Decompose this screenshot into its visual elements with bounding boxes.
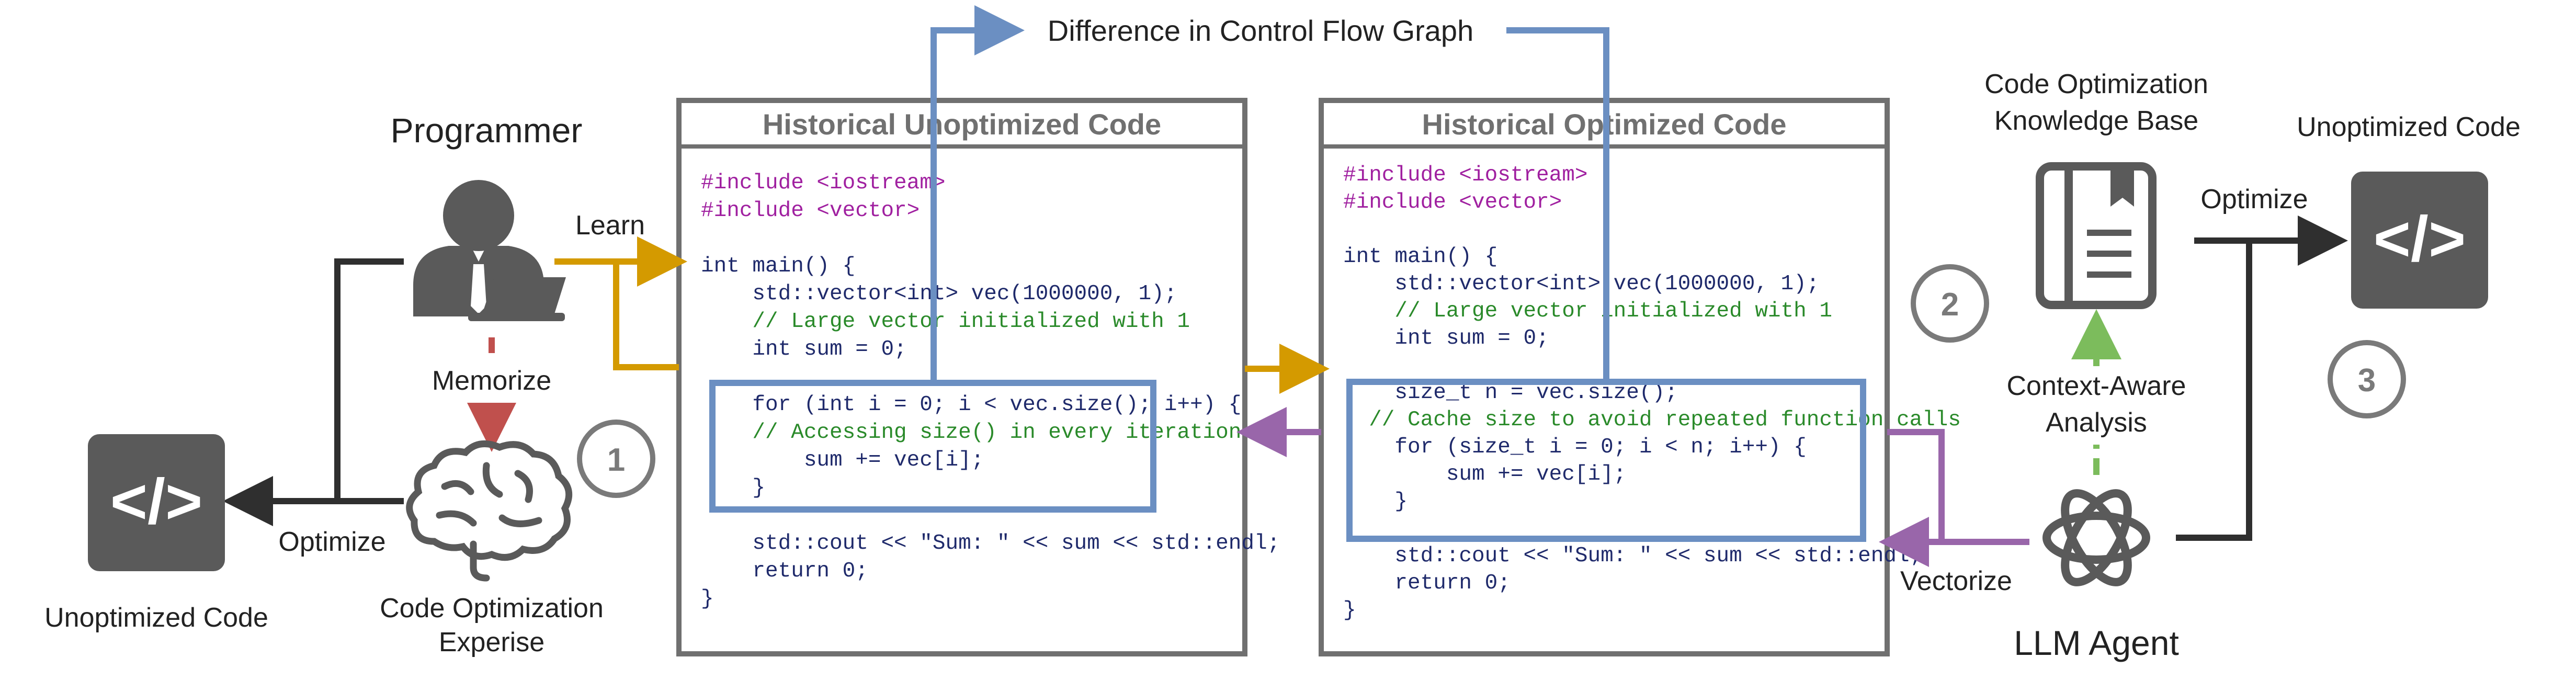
code-line: #include <iostream> — [701, 171, 945, 195]
code-line: for (int i = 0; i < vec.size(); i++) { — [701, 393, 1241, 417]
optimized-code-block: #include <iostream> #include <vector> int … — [1343, 163, 1961, 622]
code-line: // Large vector initialized with 1 — [701, 310, 1190, 334]
code-line: int main() { — [701, 254, 855, 278]
code-line: std::cout << "Sum: " << sum << std::endl… — [701, 531, 1280, 556]
code-line: } — [1343, 598, 1356, 622]
code-line: return 0; — [701, 559, 868, 583]
code-line: #include <vector> — [701, 199, 920, 223]
programmer-label: Programmer — [391, 111, 583, 150]
left-optimize-label: Optimize — [278, 527, 385, 557]
right-optimize-label: Optimize — [2200, 184, 2308, 214]
code-line: int main() { — [1343, 245, 1497, 269]
person-laptop-icon — [413, 180, 566, 321]
cfg-arrow-left — [930, 5, 1025, 383]
context-label-1: Context-Aware — [2007, 371, 2186, 401]
code-line: } — [701, 587, 714, 611]
unoptimized-panel-title: Historical Unoptimized Code — [763, 108, 1161, 141]
step-2-number: 2 — [1941, 287, 1959, 323]
expertise-label-1: Code Optimization — [380, 593, 604, 624]
step-3-badge: 3 — [2328, 340, 2406, 418]
code-line: // Cache size to avoid repeated function… — [1343, 408, 1961, 432]
expertise-label-2: Experise — [439, 627, 544, 658]
left-unoptimized-label: Unoptimized Code — [44, 603, 268, 633]
right-code-icon: </> — [2351, 172, 2488, 309]
code-line: // Large vector initialized with 1 — [1343, 299, 1832, 323]
kb-label-1: Code Optimization — [1984, 69, 2208, 99]
llm-agent-label: LLM Agent — [2014, 624, 2179, 662]
memorize-label: Memorize — [432, 366, 551, 396]
code-line: int sum = 0; — [1343, 326, 1549, 350]
learn-label: Learn — [575, 210, 645, 241]
code-line: #include <vector> — [1343, 190, 1562, 214]
step-1-badge: 1 — [577, 420, 655, 498]
kb-label-2: Knowledge Base — [1994, 106, 2198, 136]
cfg-line-right — [1506, 27, 1609, 382]
code-line: std::vector<int> vec(1000000, 1); — [1343, 272, 1819, 296]
step-2-badge: 2 — [1911, 264, 1989, 343]
vectorize-label: Vectorize — [1900, 566, 2012, 596]
brain-icon — [406, 440, 573, 582]
left-code-icon: </> — [88, 434, 225, 571]
openai-logo-icon — [2042, 489, 2150, 586]
cfg-caption: Difference in Control Flow Graph — [1048, 14, 1473, 47]
step-3-number: 3 — [2358, 362, 2376, 399]
code-line: #include <iostream> — [1343, 163, 1587, 187]
code-icon: </> — [2374, 203, 2466, 274]
code-line: std::vector<int> vec(1000000, 1); — [701, 282, 1177, 306]
vectorize-arrow — [1879, 429, 1945, 567]
code-line: // Accessing size() in every iteration — [701, 421, 1241, 445]
right-optimize-arrow — [2176, 216, 2348, 541]
left-optimize-arrow — [223, 258, 404, 526]
code-line: sum += vec[i]; — [701, 448, 984, 472]
code-line: int sum = 0; — [701, 337, 907, 361]
code-line: sum += vec[i]; — [1343, 462, 1626, 486]
code-line: return 0; — [1343, 571, 1511, 595]
unoptimized-code-panel: Historical Unoptimized Code #include <io… — [676, 98, 1280, 656]
book-icon — [2036, 162, 2157, 309]
code-line: std::cout << "Sum: " << sum << std::endl… — [1343, 544, 1922, 568]
code-icon: </> — [110, 466, 202, 537]
learn-connector — [613, 262, 679, 370]
optimized-code-panel: Historical Optimized Code #include <iost… — [1319, 98, 1961, 656]
code-line: for (size_t i = 0; i < n; i++) { — [1343, 435, 1807, 459]
context-label-2: Analysis — [2046, 407, 2147, 438]
code-line: } — [1343, 490, 1408, 514]
right-unoptimized-label: Unoptimized Code — [2297, 112, 2521, 142]
step-1-number: 1 — [607, 442, 625, 478]
